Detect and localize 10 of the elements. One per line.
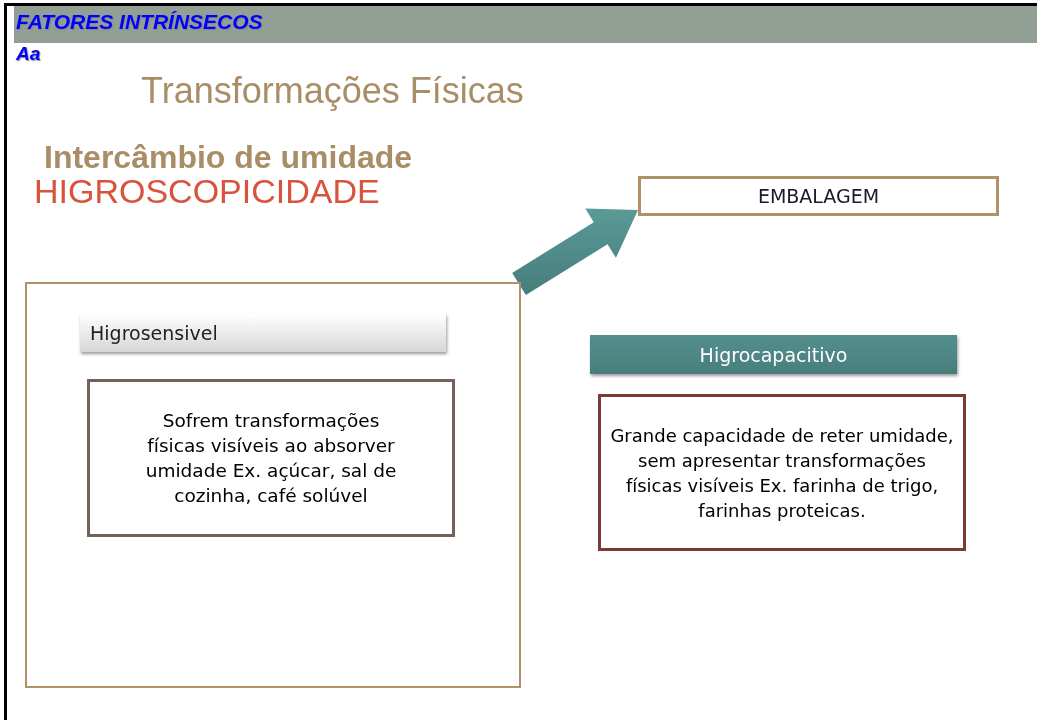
header-title: FATORES INTRÍNSECOS (16, 10, 263, 34)
subheader-text: Aa (16, 43, 41, 65)
panel-frame (25, 282, 521, 688)
description-box: Grande capacidade de reter umidade, sem apresentar transformações físicas visíveis Ex. farinha de trigo, farinhas proteicas. (598, 394, 966, 551)
process-box: EMBALAGEM (638, 176, 999, 216)
block-arrow (512, 208, 638, 296)
slide-title: Transformações Físicas (141, 70, 524, 112)
description-box: Sofrem transformações físicas visíveis ao absorver umidade Ex. açúcar, sal de cozinha, café solúvel (87, 379, 455, 537)
category-bar: Higrosensivel (80, 314, 446, 352)
category-bar: Higrocapacitivo (590, 335, 957, 374)
